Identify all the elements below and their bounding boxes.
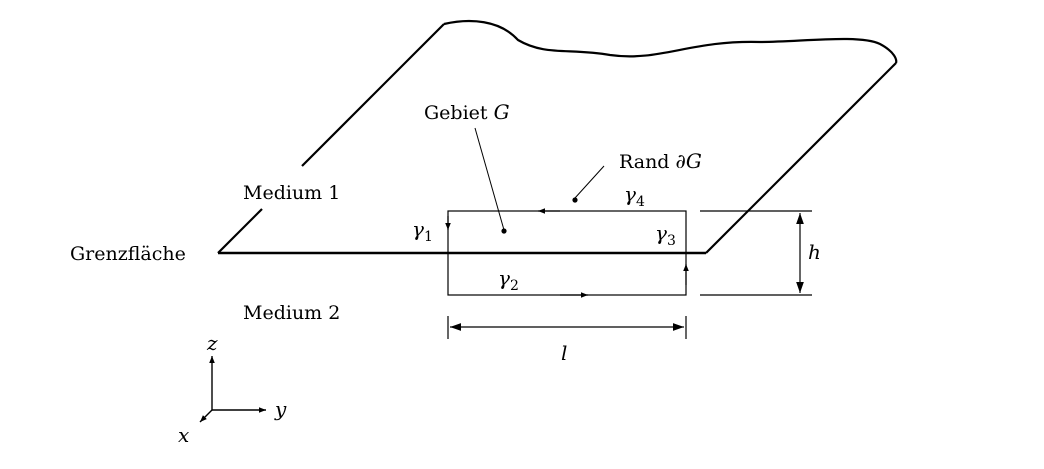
gamma4-label: γ4 <box>624 182 645 210</box>
x-axis-arrow <box>199 409 213 423</box>
boundary-label-symbol: ∂G <box>676 149 702 173</box>
plane-right-edge <box>705 62 897 254</box>
axis-y-label: y <box>274 397 287 421</box>
gamma3-symbol: γ <box>655 221 667 245</box>
height-dimension <box>700 210 812 296</box>
medium2-label: Medium 2 <box>243 302 340 324</box>
region-label-text: Gebiet <box>424 102 494 124</box>
interface-plane <box>217 19 898 255</box>
gamma2-index: 2 <box>510 278 519 294</box>
gamma1-label: γ1 <box>412 217 433 245</box>
plane-left-edge-upper <box>301 23 445 167</box>
gamma4-symbol: γ <box>624 182 636 206</box>
integration-path <box>445 208 689 298</box>
interface-label: Grenzfläche <box>70 243 186 265</box>
gamma2-label: γ2 <box>498 266 519 294</box>
medium1-label: Medium 1 <box>243 182 340 204</box>
gamma2-symbol: γ <box>498 266 510 290</box>
axis-z-label: z <box>206 331 218 355</box>
gamma3-label: γ3 <box>655 221 676 249</box>
gamma1-index: 1 <box>424 229 433 245</box>
boundary-label-text: Rand <box>619 151 676 173</box>
boundary-dot <box>572 197 578 203</box>
region-dot <box>501 228 507 234</box>
gamma4-index: 4 <box>636 194 645 210</box>
length-dimension <box>447 316 687 339</box>
gamma3-index: 3 <box>667 233 676 249</box>
plane-left-edge-lower <box>217 208 263 254</box>
plane-back-edge <box>443 19 898 64</box>
region-label-symbol: G <box>494 100 510 124</box>
boundary-leader-line <box>574 165 605 199</box>
gamma1-symbol: γ <box>412 217 424 241</box>
region-leader-line <box>474 127 505 231</box>
axis-x-label: x <box>178 423 189 447</box>
length-label: l <box>561 341 567 365</box>
boundary-label: Rand ∂G <box>619 149 702 173</box>
coordinate-axes <box>199 356 266 423</box>
height-label: h <box>808 240 821 264</box>
region-label: Gebiet G <box>424 100 510 124</box>
